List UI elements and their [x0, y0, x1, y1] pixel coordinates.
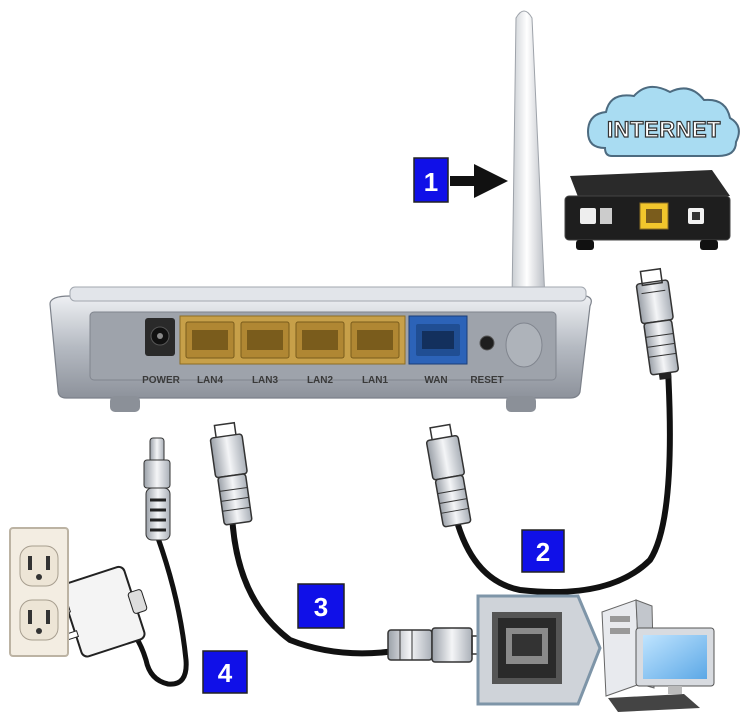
port-label-lan3: LAN3	[252, 375, 279, 386]
rj45-plug-pc	[387, 627, 485, 663]
router: POWER LAN4 LAN3 LAN2 LAN1 WAN RESET	[49, 286, 592, 412]
internet-label: INTERNET	[607, 117, 721, 142]
antenna-base	[505, 322, 543, 368]
dc-power-plug	[143, 437, 171, 541]
step-badge-4: 4	[202, 650, 248, 694]
step-badge-1: 1	[413, 157, 449, 203]
arrow-icon	[450, 164, 508, 198]
port-label-lan4: LAN4	[197, 375, 224, 386]
rj45-plug-modem	[635, 267, 680, 380]
ethernet-port-zoom	[476, 594, 602, 706]
lan-ports-block	[179, 315, 406, 365]
step-number-3: 3	[314, 592, 328, 622]
rj45-plug-wan	[425, 423, 472, 528]
internet-cloud: INTERNET	[586, 85, 740, 157]
step-badge-3: 3	[297, 583, 345, 629]
port-label-lan2: LAN2	[307, 375, 334, 386]
router-foot-left	[110, 396, 140, 412]
step-badge-2: 2	[521, 529, 565, 573]
wan-port	[408, 315, 468, 365]
step-number-1: 1	[424, 167, 438, 197]
desktop-pc-icon	[601, 599, 715, 712]
modem	[564, 170, 731, 250]
port-label-reset: RESET	[470, 375, 503, 386]
wall-outlet	[9, 527, 69, 657]
rj45-plug-lan	[209, 421, 253, 526]
lan-cable	[229, 511, 405, 657]
step-number-2: 2	[536, 537, 550, 567]
port-label-wan: WAN	[424, 375, 447, 386]
wan-cable	[451, 367, 673, 595]
step-number-4: 4	[218, 658, 233, 688]
port-label-lan1: LAN1	[362, 375, 389, 386]
port-label-power: POWER	[142, 375, 181, 386]
power-jack	[145, 318, 175, 356]
reset-button	[479, 335, 495, 351]
power-cable	[125, 535, 189, 687]
router-foot-right	[506, 396, 536, 412]
